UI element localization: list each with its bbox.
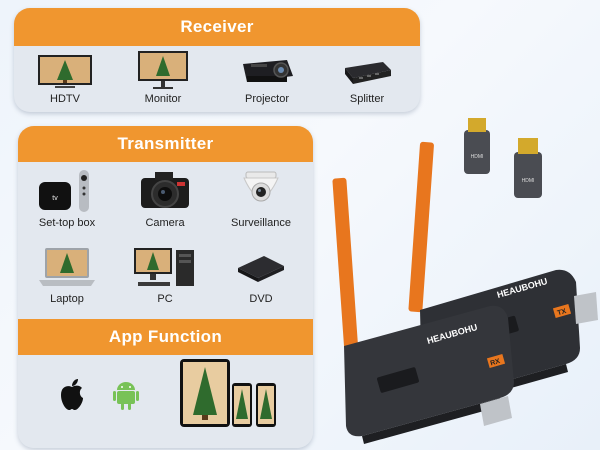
tv-icon	[38, 55, 92, 88]
hdmi-adapter-right: HDMI	[514, 138, 542, 198]
transmitter-item-label: Laptop	[50, 293, 84, 305]
projector-icon	[243, 60, 293, 82]
receiver-item-label: HDTV	[50, 93, 80, 105]
svg-text:HDMI: HDMI	[522, 178, 535, 184]
tablet-phones-icon	[180, 359, 276, 427]
antenna-back	[408, 141, 434, 313]
receiver-item-hdtv: HDTV	[22, 54, 108, 105]
transmitter-item-pc: PC	[122, 244, 208, 305]
hdmi-dongles-icon: HEAUBOHU TX HEAUBOHU RX HDMI HDMI	[332, 118, 598, 444]
receiver-item-monitor: Monitor	[120, 50, 206, 105]
receiver-item-label: Projector	[244, 93, 290, 105]
transmitter-title: Transmitter	[18, 126, 313, 162]
dvd-player-icon	[238, 256, 284, 282]
laptop-icon	[39, 248, 95, 286]
svg-text:tv: tv	[52, 195, 58, 202]
surveillance-camera-icon	[243, 171, 279, 202]
splitter-icon	[345, 62, 391, 84]
monitor-icon	[138, 51, 188, 89]
desktop-pc-icon	[134, 248, 194, 286]
transmitter-item-label: PC	[157, 293, 173, 305]
transmitter-item-label: Camera	[145, 217, 185, 229]
app-function-panel: App Function	[18, 319, 313, 448]
receiver-item-label: Splitter	[349, 93, 385, 105]
receiver-item-projector: Projector	[224, 50, 310, 105]
transmitter-item-set-top-box: tv Set-top box	[24, 168, 110, 229]
app-function-title: App Function	[18, 319, 313, 355]
transmitter-item-label: Surveillance	[231, 217, 291, 229]
svg-text:HDMI: HDMI	[471, 154, 484, 160]
apple-logo-icon	[61, 379, 83, 410]
transmitter-item-camera: Camera	[122, 168, 208, 229]
transmitter-item-label: DVD	[249, 293, 273, 305]
receiver-title: Receiver	[14, 8, 420, 46]
transmitter-item-label: Set-top box	[38, 217, 96, 229]
transmitter-panel: Transmitter tv Set-top box Camera	[18, 126, 313, 448]
product-image: HEAUBOHU TX HEAUBOHU RX HDMI HDMI	[318, 110, 600, 450]
antenna-front	[332, 177, 358, 349]
transmitter-item-surveillance: Surveillance	[218, 168, 304, 229]
receiver-item-splitter: Splitter	[324, 50, 410, 105]
android-logo-icon	[113, 382, 139, 410]
receiver-item-label: Monitor	[144, 93, 182, 105]
apple-tv-icon: tv	[39, 170, 89, 212]
svg-text:TX: TX	[557, 308, 568, 317]
hdmi-adapter-left: HDMI	[464, 118, 490, 174]
receiver-panel: Receiver HDTV Monitor Projector	[14, 8, 420, 112]
transmitter-item-dvd: DVD	[218, 244, 304, 305]
svg-text:RX: RX	[490, 358, 502, 368]
transmitter-item-laptop: Laptop	[24, 244, 110, 305]
camera-icon	[141, 172, 189, 208]
dongle-rx: HEAUBOHU RX	[344, 305, 514, 444]
